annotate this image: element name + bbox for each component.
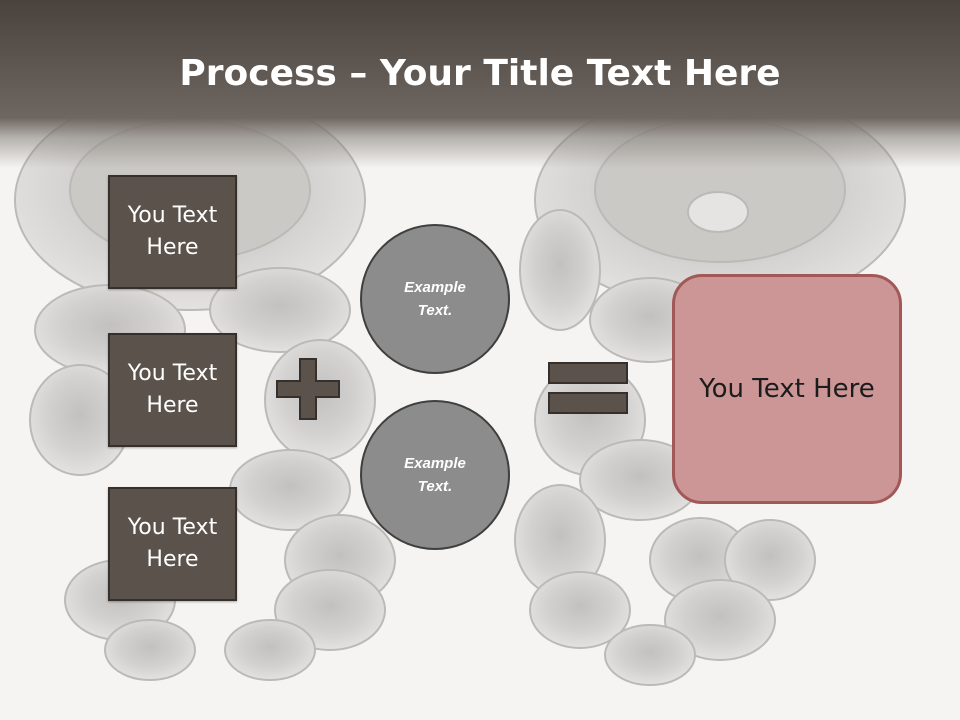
example-circle-2-label: Example Text. [404,455,466,495]
result-box-label: You Text Here [699,374,875,404]
text-box-2: You Text Here [108,333,237,447]
title-bold-part: Process [179,53,337,94]
text-box-3-label: You Text Here [127,515,218,572]
example-circle-2: Example Text. [360,400,510,550]
result-box: You Text Here [672,274,902,504]
example-circle-1-label: Example Text. [404,279,466,319]
text-box-1: You Text Here [108,175,237,289]
text-box-3: You Text Here [108,487,237,601]
title-rest-part: – Your Title Text Here [336,53,781,94]
title-bar [0,0,960,168]
text-box-1-label: You Text Here [127,203,218,260]
example-circle-1: Example Text. [360,224,510,374]
equals-icon [548,362,628,414]
plus-icon [276,358,340,420]
slide-title: Process – Your Title Text Here [0,52,960,96]
text-box-2-label: You Text Here [127,361,218,418]
